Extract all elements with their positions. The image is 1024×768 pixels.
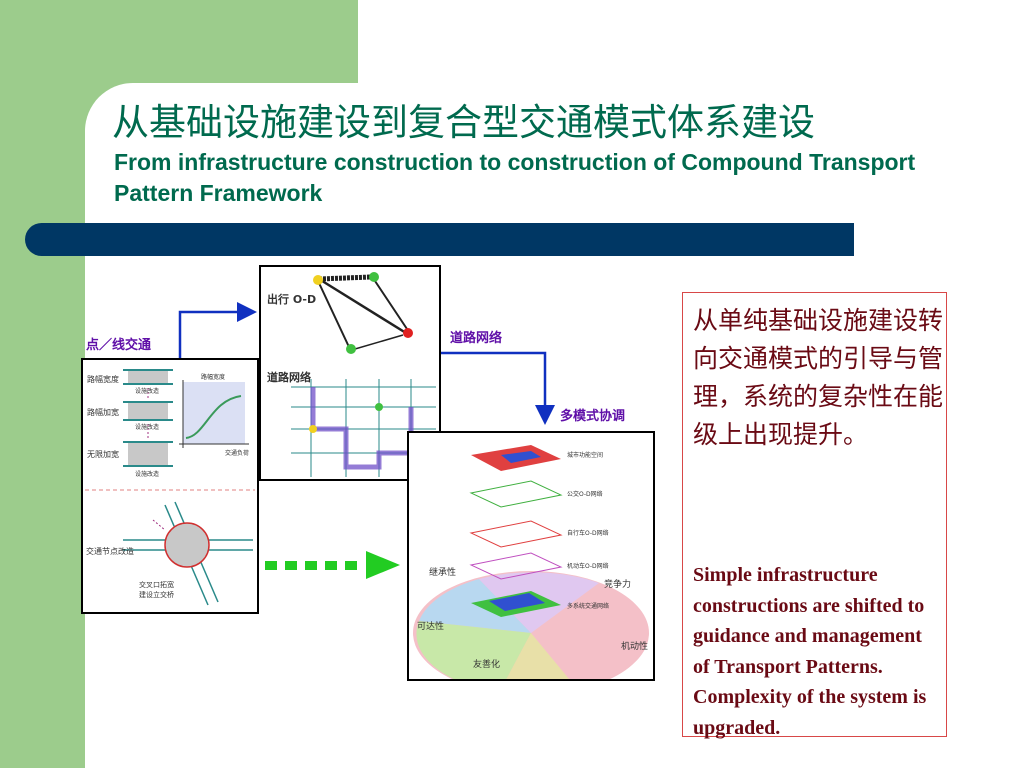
title-chinese: 从基础设施建设到复合型交通模式体系建设 [112,101,815,144]
left-row4-sub1: 交叉口拓宽 [139,581,174,589]
sector-label-2: 竞争力 [604,580,632,590]
arrow-od-to-right [441,351,555,425]
dotted-green-arrow [265,551,400,579]
layer-label-2: 公交O-D网络 [567,491,603,498]
point-line-illustration [85,369,255,606]
left-row4-sub2: 建设立交桥 [139,591,174,599]
label-multimode: 多模式协调 [560,409,626,424]
sector-label-1: 继承性 [429,568,457,578]
left-row3-sub: 设施改造 [135,471,160,478]
sector-label-3: 可达性 [417,622,445,632]
road-network-title: 道路网络 [267,371,311,384]
layer-label-1: 城市功能空间 [567,452,604,459]
od-title: 出行 O-D [267,293,317,306]
left-row2-label: 路幅加宽 [87,408,119,417]
sector-label-4: 机动性 [621,642,649,652]
multimode-layers-box: 城市功能空间 公交O-D网络 自行车O-D网络 机动车O-D网络 多系统交通网络… [407,431,655,681]
left-row4-label: 交通节点改造 [86,547,134,556]
layer-label-5: 多系统交通网络 [567,603,610,610]
layer-label-4: 机动车O-D网络 [567,563,609,570]
layer-label-3: 自行车O-D网络 [567,530,609,537]
description-english: Simple infrastructure constructions are … [693,564,927,739]
chart-y-label: 路幅宽度 [201,374,226,381]
description-box [682,292,947,737]
label-road-network: 道路网络 [450,331,503,346]
title-english: From infrastructure construction to cons… [114,149,916,206]
title-underline-bar [25,223,854,256]
layers-illustration [413,445,649,679]
left-row2-sub: 设施改造 [135,424,160,431]
left-row1-label: 路幅宽度 [87,375,119,384]
sector-label-5: 友善化 [473,660,501,670]
arrow-left-to-od [178,302,257,358]
left-row3-label: 无限加宽 [87,450,119,459]
chart-x-label: 交通负荷 [225,450,250,457]
point-line-diagram-box: 路幅宽度 设施改造 路幅加宽 设施改造 无限加宽 设施改造 路幅宽度 交通负荷 … [81,358,259,614]
label-point-line-traffic: 点／线交通 [86,338,152,353]
left-row1-sub: 设施改造 [135,388,160,395]
description-chinese: 从单纯基础设施建设转向交通模式的引导与管理，系统的复杂性在能级上出现提升。 [693,306,944,449]
